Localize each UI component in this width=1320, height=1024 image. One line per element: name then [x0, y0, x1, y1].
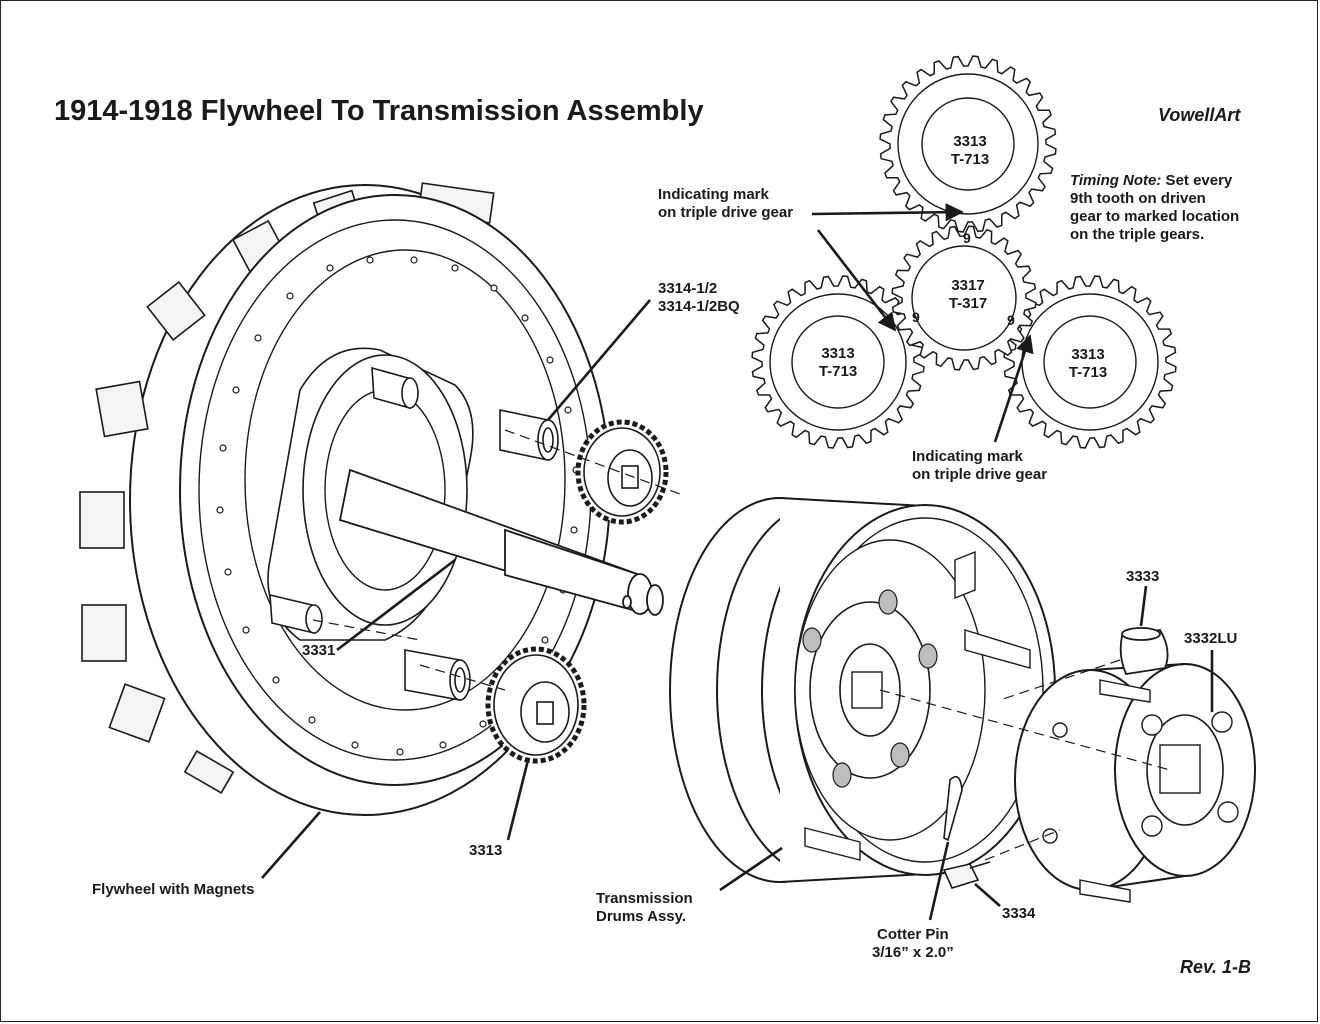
indicating-mark-bottom-line1: Indicating mark	[912, 448, 1023, 465]
callout-3333: 3333	[1126, 568, 1160, 585]
callout-drums-line1: Transmission	[596, 890, 693, 907]
gear-center-alt: T-317	[948, 295, 988, 312]
callout-3314-line2: 3314-1/2BQ	[658, 298, 740, 315]
triple-gear-upper	[575, 419, 669, 525]
triple-gear-lower	[485, 646, 587, 764]
tooth-mark-left: 9	[912, 309, 920, 325]
callout-flywheel: Flywheel with Magnets	[92, 881, 255, 898]
flywheel-studs	[269, 366, 559, 701]
gear-right-label: 3313 T-713	[1048, 346, 1128, 382]
part-3332LU-drive-plate	[1014, 663, 1256, 903]
callout-cotter-line2: 3/16” x 2.0”	[872, 944, 954, 961]
timing-note-line3: gear to marked location	[1070, 208, 1240, 225]
revision-label: Rev. 1-B	[1180, 957, 1252, 977]
transmission-main-shaft	[338, 468, 664, 616]
drive-plate-lugs	[1079, 679, 1151, 903]
indicating-mark-top-line1: Indicating mark	[658, 186, 769, 203]
indicating-mark-bottom: Indicating mark on triple drive gear	[912, 448, 1047, 484]
gear-left-alt: T-713	[818, 363, 858, 380]
callout-3334: 3334	[1002, 905, 1036, 922]
timing-note-label: Timing Note:	[1070, 172, 1162, 189]
callout-drums-line2: Drums Assy.	[596, 908, 687, 925]
indicating-mark-bottom-line2: on triple drive gear	[912, 466, 1048, 483]
triple-drive-gear-center	[891, 225, 1037, 371]
part-3334	[942, 861, 991, 889]
tooth-mark-right: 9	[1007, 312, 1015, 328]
gear-center-part: 3317	[951, 277, 985, 294]
callout-transmission-drums: Transmission Drums Assy.	[596, 890, 693, 926]
callout-3314-line1: 3314-1/2	[658, 280, 718, 297]
tooth-mark-top: 9	[963, 230, 971, 246]
gear-right-alt: T-713	[1068, 364, 1108, 381]
timing-gear-diagram	[751, 55, 1177, 449]
cotter-pin	[943, 775, 963, 842]
gear-top-part: 3313	[953, 133, 987, 150]
drum-keys	[804, 550, 1031, 861]
indicating-mark-top-line2: on triple drive gear	[658, 204, 794, 221]
driven-gear-right	[1003, 275, 1177, 449]
gear-right-part: 3313	[1071, 346, 1105, 363]
timing-note: Timing Note: Set every 9th tooth on driv…	[1070, 172, 1239, 244]
callout-3314: 3314-1/2 3314-1/2BQ	[658, 280, 740, 316]
leader-lines	[261, 203, 1214, 921]
callout-3313: 3313	[469, 842, 503, 859]
gear-left-part: 3313	[821, 345, 855, 362]
indicating-mark-top: Indicating mark on triple drive gear	[658, 186, 793, 222]
gear-center-label: 3317 T-317	[928, 277, 1008, 313]
alignment-lines	[312, 429, 1171, 861]
drive-plate-holes	[1042, 711, 1239, 844]
transmission-drums-assembly	[669, 497, 1056, 889]
drum-bolt-holes	[802, 589, 938, 788]
flywheel-with-magnets	[79, 182, 664, 816]
callout-cotter-pin: Cotter Pin 3/16” x 2.0”	[872, 926, 954, 962]
timing-note-line1: Set every	[1161, 172, 1233, 189]
part-3333-key	[1119, 627, 1169, 675]
flywheel-magnets	[79, 182, 495, 794]
timing-note-line2: 9th tooth on driven	[1070, 190, 1206, 207]
callout-cotter-line1: Cotter Pin	[877, 926, 949, 943]
driven-gear-top	[879, 55, 1057, 233]
gear-left-label: 3313 T-713	[798, 345, 878, 381]
brand-signature: VowellArt	[1158, 105, 1241, 125]
flywheel-bolt-holes	[216, 256, 580, 756]
timing-note-line4: on the triple gears.	[1070, 226, 1205, 243]
callout-3332LU: 3332LU	[1184, 630, 1238, 647]
gear-top-alt: T-713	[950, 151, 990, 168]
callout-3331: 3331	[302, 642, 336, 659]
page-title: 1914-1918 Flywheel To Transmission Assem…	[54, 95, 704, 127]
gear-top-label: 3313 T-713	[930, 133, 1010, 169]
